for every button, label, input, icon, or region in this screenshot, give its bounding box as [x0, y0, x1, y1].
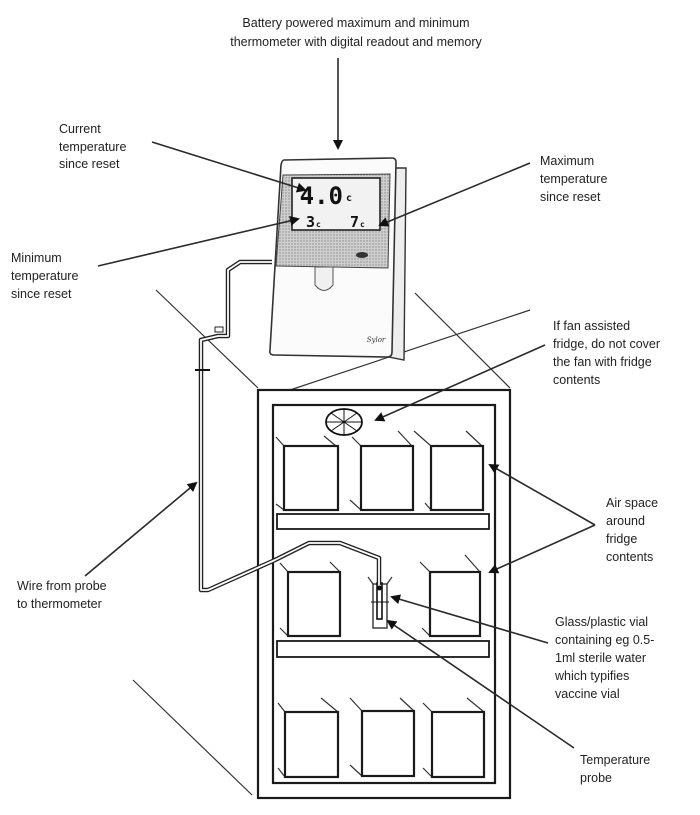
- title-line-1: Battery powered maximum and minimum: [242, 16, 469, 30]
- middle-shelf-contents: [279, 554, 482, 638]
- label-wire: Wire from probe to thermometer: [17, 579, 107, 611]
- svg-text:contents: contents: [606, 550, 653, 564]
- svg-text:1ml sterile water: 1ml sterile water: [555, 651, 646, 665]
- svg-text:the fan with fridge: the fan with fridge: [553, 355, 652, 369]
- svg-text:temperature: temperature: [540, 172, 607, 186]
- package-box: [275, 435, 340, 512]
- arrow-airspace-top: [488, 464, 596, 526]
- label-vial: Glass/plastic vial containing eg 0.5- 1m…: [554, 615, 654, 701]
- arrow-airspace-bottom: [488, 524, 596, 574]
- probe-wire: [195, 259, 382, 593]
- arrow-probe: [386, 619, 575, 749]
- svg-text:fridge, do not cover: fridge, do not cover: [553, 337, 660, 351]
- svg-text:Maximum: Maximum: [540, 154, 594, 168]
- svg-text:Current: Current: [59, 122, 101, 136]
- svg-text:probe: probe: [580, 771, 612, 785]
- current-reading: 4.0: [300, 182, 343, 210]
- package-box: [419, 554, 482, 638]
- svg-text:temperature: temperature: [11, 269, 78, 283]
- fridge-perspective-lines: [132, 289, 531, 796]
- package-box: [349, 430, 415, 512]
- svg-text:containing eg 0.5-: containing eg 0.5-: [555, 633, 654, 647]
- svg-text:contents: contents: [553, 373, 600, 387]
- svg-text:around: around: [606, 514, 645, 528]
- shelf-middle: [276, 640, 490, 658]
- label-current: Current temperature since reset: [59, 122, 126, 171]
- arrow-wire: [84, 481, 198, 577]
- fridge: [256, 388, 512, 800]
- svg-text:since reset: since reset: [11, 287, 72, 301]
- title-text: Battery powered maximum and minimum ther…: [230, 16, 482, 49]
- svg-text:to thermometer: to thermometer: [17, 597, 102, 611]
- reset-button-icon: [356, 252, 368, 258]
- current-unit: c: [346, 193, 352, 204]
- arrow-maximum: [378, 162, 531, 227]
- arrow-vial: [390, 594, 549, 644]
- svg-text:If fan assisted: If fan assisted: [553, 319, 630, 333]
- bottom-shelf-contents: [277, 697, 486, 779]
- arrow-minimum: [97, 215, 300, 267]
- svg-text:vaccine vial: vaccine vial: [555, 687, 620, 701]
- svg-text:Wire from probe: Wire from probe: [17, 579, 107, 593]
- min-unit: c: [316, 220, 321, 229]
- svg-text:Air space: Air space: [606, 496, 658, 510]
- title-line-2: thermometer with digital readout and mem…: [230, 35, 482, 49]
- label-probe: Temperature probe: [580, 753, 650, 785]
- svg-text:Temperature: Temperature: [580, 753, 650, 767]
- svg-text:since reset: since reset: [59, 157, 120, 171]
- package-box: [277, 697, 340, 779]
- min-reading: 3: [306, 213, 315, 231]
- package-box: [413, 430, 485, 512]
- digital-thermometer: 4.0 c 3 c 7 c Sylor: [269, 157, 407, 361]
- annotation-arrows: [84, 141, 596, 749]
- arrow-current: [151, 141, 307, 193]
- shelf-top: [276, 513, 490, 530]
- brand-logo: Sylor: [367, 336, 386, 344]
- package-box: [422, 697, 486, 779]
- svg-text:Glass/plastic vial: Glass/plastic vial: [555, 615, 648, 629]
- top-shelf-contents: [275, 430, 485, 512]
- svg-text:fridge: fridge: [606, 532, 637, 546]
- svg-text:which typifies: which typifies: [554, 669, 629, 683]
- max-reading: 7: [350, 213, 359, 231]
- svg-text:temperature: temperature: [59, 140, 126, 154]
- svg-text:since reset: since reset: [540, 190, 601, 204]
- label-airspace: Air space around fridge contents: [606, 496, 658, 564]
- speaker-grille-icon: [314, 266, 334, 291]
- label-maximum: Maximum temperature since reset: [540, 154, 607, 204]
- arrow-fan: [374, 344, 546, 422]
- package-box: [279, 561, 342, 638]
- label-fan: If fan assisted fridge, do not cover the…: [553, 319, 660, 387]
- max-unit: c: [360, 220, 365, 229]
- svg-text:Minimum: Minimum: [11, 251, 62, 265]
- label-minimum: Minimum temperature since reset: [11, 251, 78, 301]
- fan-icon: [325, 408, 363, 436]
- package-box: [349, 697, 416, 778]
